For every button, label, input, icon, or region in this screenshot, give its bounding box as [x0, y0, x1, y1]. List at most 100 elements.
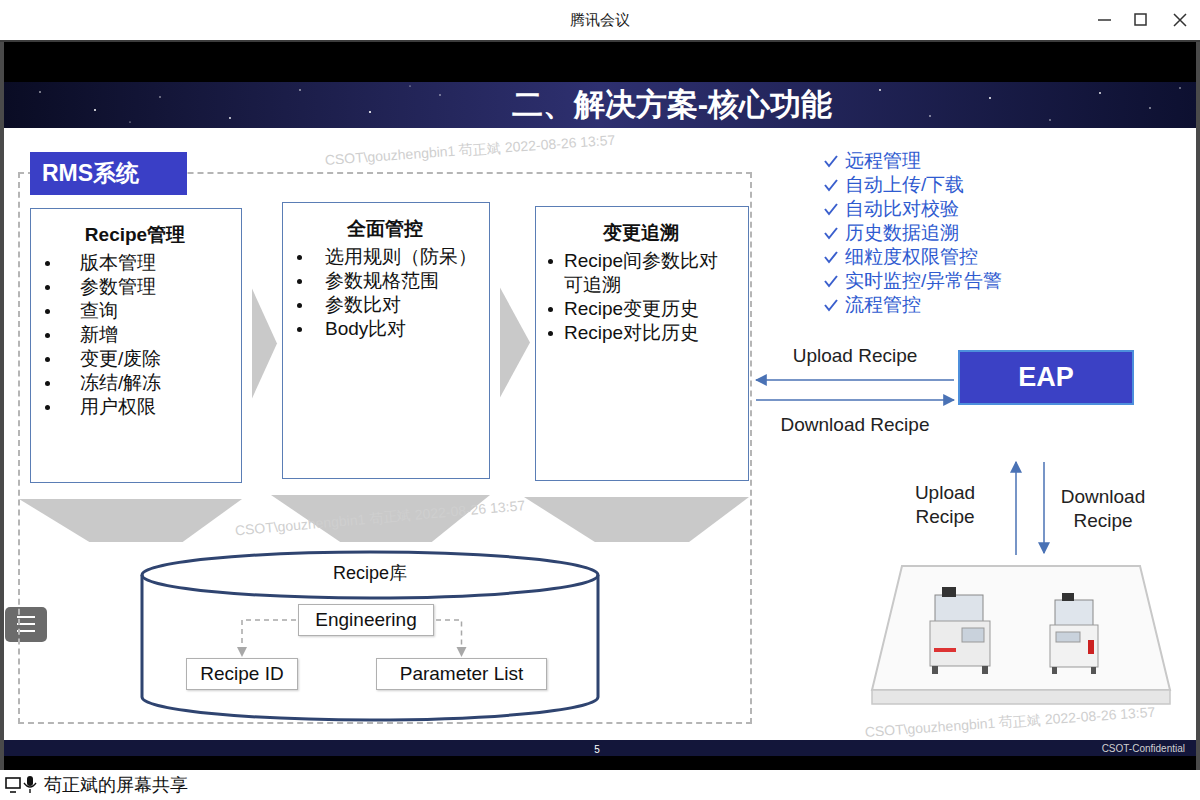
- box-item: Recipe变更历史: [564, 298, 699, 319]
- box-heading-row: 变更追溯: [536, 221, 746, 245]
- box-item: 新增: [80, 324, 118, 345]
- feature-item: 细粒度权限管控: [845, 246, 978, 267]
- bullet-item: 参数管理: [31, 275, 239, 299]
- box-heading: 变更追溯: [603, 222, 679, 243]
- side-list-icon: [5, 607, 47, 642]
- bullet-item: 变更/废除: [31, 347, 239, 371]
- box-heading: Recipe管理: [85, 224, 185, 245]
- label-anchor: 5: [594, 739, 600, 757]
- watermark: CSOT\gouzhengbin1 苟正斌 2022-08-26 13:57: [324, 132, 615, 168]
- machine-illustration: [930, 587, 990, 674]
- box-item: 选用规则（防呆）: [325, 246, 477, 267]
- eap-box: EAP: [958, 350, 1134, 405]
- box-item: 查询: [80, 300, 118, 321]
- bullet-item: Recipe对比历史: [536, 321, 746, 345]
- label-anchor: 自动上传/下载: [845, 173, 964, 197]
- feature-item: 自动上传/下载: [845, 174, 964, 195]
- function-box: Recipe管理版本管理参数管理查询新增变更/废除冻结/解冻用户权限: [30, 208, 242, 483]
- bullet-item: 冻结/解冻: [31, 371, 239, 395]
- window-title: 腾讯会议: [570, 11, 630, 28]
- bullet-dot: [45, 405, 50, 410]
- maximize-icon: [1135, 14, 1146, 25]
- label-anchor: CSOT-Confidential: [1102, 738, 1185, 756]
- box-item: 参数管理: [80, 276, 156, 297]
- database-cylinder: Recipe库 EngineeringRecipe ID Parameter Lis…: [140, 550, 600, 722]
- bullet-item: Recipe变更历史: [536, 297, 746, 321]
- box-item: Recipe对比历史: [564, 322, 699, 343]
- label-anchor: 实时监控/异常告警: [845, 269, 1002, 293]
- bullet-dot: [45, 357, 50, 362]
- bullet-item: 版本管理: [31, 251, 239, 275]
- recipe-transfer-arrow: [756, 399, 954, 401]
- bullet-dot: [548, 259, 553, 264]
- region-tab: RMS系统: [30, 152, 187, 195]
- equipment-platform: [872, 566, 1170, 704]
- dashed-link: [242, 620, 296, 656]
- upload-arrow: [1015, 462, 1017, 555]
- function-box: 全面管控选用规则（防呆）参数规格范围参数比对 Body比对: [282, 202, 490, 479]
- bullet-item: 用户权限: [31, 395, 239, 419]
- label-anchor: CSOT\gouzhengbin1 苟正斌 2022-08-26 13:57: [864, 703, 1156, 742]
- minimize-icon: [1098, 19, 1111, 21]
- box-heading-row: Recipe管理: [31, 223, 239, 247]
- bullet-dot: [45, 333, 50, 338]
- slide-footer-band: [4, 740, 1196, 756]
- data-box: Parameter List: [376, 658, 547, 690]
- label-anchor: 远程管理: [845, 149, 921, 173]
- database-label: Recipe库: [140, 550, 600, 584]
- bullet-dot: [548, 331, 553, 336]
- window-frame: [0, 40, 1200, 42]
- label-anchor: CSOT\gouzhengbin1 苟正斌 2022-08-26 13:57: [234, 496, 526, 540]
- data-label: Engineering: [315, 609, 416, 630]
- flow-funnel: [524, 497, 749, 542]
- box-item: Recipe间参数比对 可追溯: [564, 250, 718, 295]
- label-anchor: 自动比对校验: [845, 197, 959, 221]
- label-anchor: 历史数据追溯: [845, 221, 959, 245]
- box-item: 变更/废除: [80, 348, 161, 369]
- system-region: RMS系统Recipe管理版本管理参数管理查询新增变更/废除冻结/解冻用户权限全…: [18, 172, 752, 724]
- label-anchor: 细粒度权限管控: [845, 245, 978, 269]
- box-heading-row: 全面管控: [283, 217, 487, 241]
- bullet-dot: [45, 261, 50, 266]
- window-frame: [1196, 42, 1200, 770]
- box-item: 版本管理: [80, 252, 156, 273]
- feature-item: 历史数据追溯: [845, 222, 959, 243]
- slide-title: 二、解决方案-核心功能: [512, 87, 832, 122]
- box-item: Body比对: [325, 318, 406, 339]
- label-anchor: 腾讯会议: [570, 11, 630, 30]
- box-item: 参数比对: [325, 294, 401, 315]
- page-number: 5: [594, 744, 600, 755]
- confidential-mark: CSOT-Confidential: [1102, 743, 1185, 754]
- edge-label-anchor: Download Recipe: [778, 414, 933, 436]
- bullet-dot: [297, 327, 302, 332]
- bullet-item: 新增: [31, 323, 239, 347]
- label-anchor: Download Recipe: [1048, 485, 1158, 533]
- feature-item: 流程管控: [845, 294, 921, 315]
- close-icon: [1174, 14, 1186, 26]
- data-label: Recipe ID: [200, 663, 283, 684]
- label-anchor: 苟正斌的屏幕共享: [44, 774, 188, 797]
- window-frame: [0, 42, 4, 770]
- bullet-dot: [297, 255, 302, 260]
- function-box: 变更追溯 Recipe间参数比对 可追溯 Recipe变更历史 Recipe对比历史: [535, 206, 749, 481]
- bullet-item: 参数比对: [283, 293, 487, 317]
- machine-illustration: [1050, 593, 1098, 674]
- check-marks: [825, 156, 837, 310]
- status-bar: [0, 770, 1200, 800]
- data-box: Engineering: [298, 604, 434, 636]
- header-band: [4, 82, 1196, 128]
- feature-item: 远程管理: [845, 150, 921, 171]
- edge-label: Upload Recipe: [790, 345, 921, 366]
- download-arrow: [1043, 462, 1045, 553]
- bullet-dot: [45, 285, 50, 290]
- label-anchor: CSOT\gouzhengbin1 苟正斌 2022-08-26 13:57: [324, 131, 616, 170]
- region-heading: RMS系统: [42, 160, 139, 186]
- cylinder-body: [142, 575, 598, 720]
- recipe-transfer-arrow: [756, 379, 954, 381]
- dashed-link: [436, 620, 462, 656]
- flow-label: Upload Recipe: [900, 481, 990, 529]
- bullet-item: 参数规格范围: [283, 269, 487, 293]
